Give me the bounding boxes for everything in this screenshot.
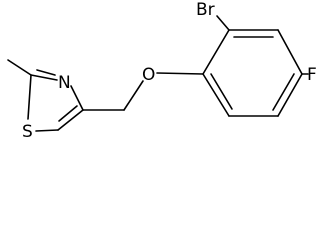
bond-o-c1 bbox=[156, 72, 204, 75]
atom-label-oxygen: O bbox=[142, 65, 155, 85]
bond-s-c2 bbox=[27, 74, 32, 120]
bond-c4-c5 bbox=[57, 109, 84, 131]
bond-ch2-o bbox=[123, 80, 144, 111]
bond-c2-n-double bbox=[36, 69, 56, 76]
benzene-ring bbox=[202, 29, 303, 117]
bond-c4-c5 bbox=[277, 73, 303, 117]
bond-c2-n bbox=[30, 74, 58, 81]
bond-c6-c1-double bbox=[210, 73, 233, 110]
bond-c3-c4 bbox=[277, 29, 303, 75]
bond-c2-br bbox=[216, 15, 230, 31]
bond-c4-c5-double bbox=[272, 73, 295, 111]
bond-n-c4 bbox=[70, 85, 84, 111]
molecule-canvas: Br F O N S bbox=[7, 0, 317, 142]
structure-diagram: Br F O N S bbox=[7, 0, 317, 142]
thiazole-ring bbox=[7, 59, 84, 132]
bond-c1-c2 bbox=[202, 29, 230, 75]
bond-methyl-c2 bbox=[7, 59, 32, 76]
atom-label-fluorine: F bbox=[307, 65, 317, 85]
substituents bbox=[216, 15, 309, 75]
bond-c5-s bbox=[35, 129, 59, 132]
atom-label-sulfur: S bbox=[22, 122, 33, 142]
bond-c6-c1 bbox=[202, 73, 230, 117]
atom-label-bromine: Br bbox=[196, 0, 215, 20]
methylene-linker bbox=[82, 72, 204, 111]
bond-c4-c5-double bbox=[58, 105, 78, 122]
atom-label-nitrogen: N bbox=[58, 73, 71, 93]
